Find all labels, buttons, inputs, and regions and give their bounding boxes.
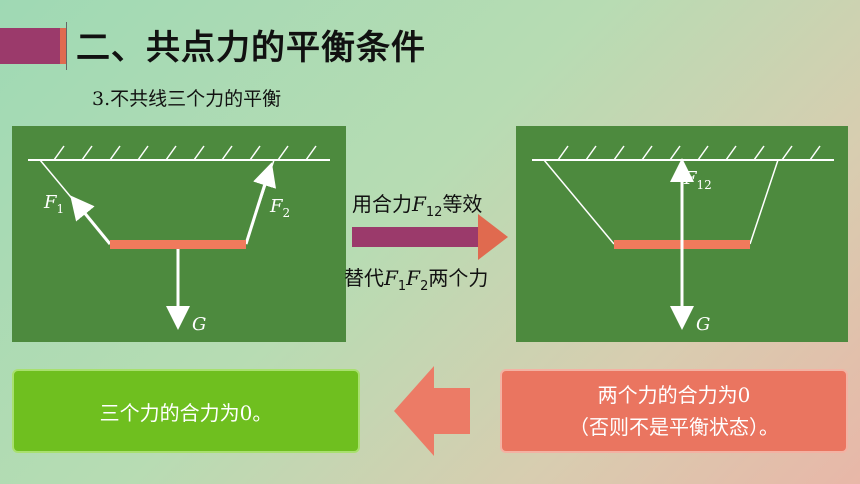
- title-accent-tick: [60, 28, 66, 64]
- conclusion-left-text: 三个力的合力为0。: [99, 400, 273, 425]
- right-diagram-svg: F12 G: [532, 145, 834, 335]
- left-diagram-svg: F1 F2 G: [28, 145, 330, 335]
- left-arrow-icon: [394, 366, 470, 456]
- title-accent-bar: [0, 28, 60, 64]
- right-arrow-icon: [352, 214, 508, 260]
- force-f1-arrow: [70, 195, 112, 245]
- label-g: G: [192, 314, 206, 335]
- conclusion-box-left: 三个力的合力为0。: [12, 369, 360, 453]
- ceiling-hatching: [557, 145, 821, 161]
- title-divider: [66, 22, 67, 70]
- rod: [110, 240, 246, 249]
- left-force-diagram: F1 F2 G: [12, 126, 346, 342]
- label-f1: F1: [43, 192, 64, 216]
- middle-top-text: 用合力F12等效: [352, 192, 483, 220]
- label-f12: F12: [683, 168, 712, 192]
- slide-subtitle: 3.不共线三个力的平衡: [92, 88, 282, 110]
- label-g: G: [696, 314, 710, 335]
- slide-title: 二、共点力的平衡条件: [76, 28, 426, 68]
- force-f2-arrow: [244, 162, 277, 245]
- left-rope: [543, 159, 615, 245]
- ceiling-hatching: [53, 145, 317, 161]
- conclusion-right-line2: （否则不是平衡状态）。: [569, 415, 779, 439]
- right-force-diagram: F12 G: [516, 126, 848, 342]
- label-f2: F2: [269, 196, 290, 220]
- right-rope: [749, 159, 779, 245]
- conclusion-right-line1: 两个力的合力为0: [597, 383, 751, 407]
- conclusion-box-right: 两个力的合力为0 （否则不是平衡状态）。: [500, 369, 848, 453]
- middle-bottom-text: 替代F1F2两个力: [344, 266, 489, 294]
